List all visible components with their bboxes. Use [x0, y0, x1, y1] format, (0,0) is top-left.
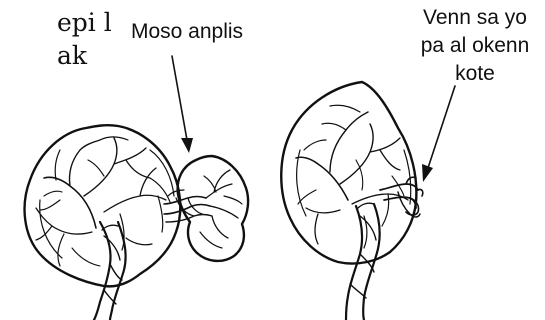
left-placenta: [25, 125, 212, 320]
right-placenta: [281, 82, 423, 320]
extra-lobe-arrow: [172, 56, 193, 153]
left-vein-network: [36, 137, 170, 266]
right-vein-network: [296, 105, 408, 248]
left-placenta-inner-edge: [40, 150, 174, 258]
right-placenta-outline: [281, 82, 416, 264]
right-placenta-inner-edge: [297, 150, 411, 216]
veins-arrow: [422, 86, 455, 182]
left-placenta-outline: [25, 125, 181, 286]
left-umbilical-cord: [94, 222, 126, 320]
